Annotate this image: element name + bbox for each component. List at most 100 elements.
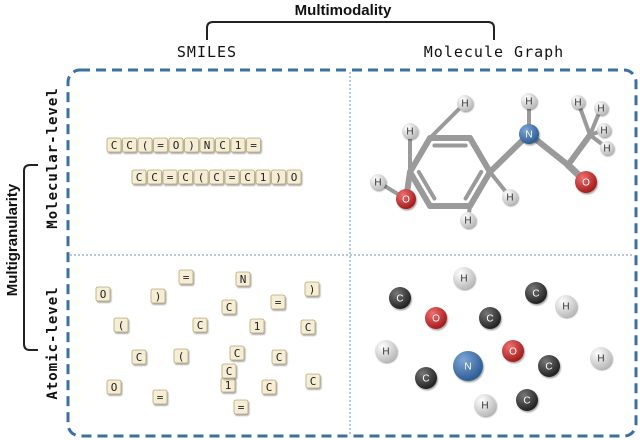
- token-tile: C: [300, 319, 316, 335]
- molecule-atom: O: [575, 171, 597, 193]
- tile-char: ): [188, 139, 195, 152]
- smiles-tile: O: [286, 169, 302, 185]
- atom-label: H: [382, 347, 389, 358]
- token-tile: C: [221, 363, 237, 379]
- tile-char: C: [305, 321, 312, 334]
- token-tile: (: [113, 317, 129, 333]
- token-tile: O: [106, 379, 122, 395]
- molecular-level-label: Molecular-level: [45, 87, 61, 228]
- tile-char: C: [244, 171, 251, 184]
- atom-node: H: [453, 267, 475, 289]
- molecule-atom: H: [460, 212, 476, 228]
- smiles-tile: C: [122, 137, 137, 153]
- bond: [467, 169, 493, 209]
- atom-label: C: [545, 362, 552, 373]
- smiles-tile: C: [215, 137, 230, 153]
- bond: [565, 132, 593, 168]
- smiles-tile: (: [193, 169, 209, 185]
- smiles-tile: C: [147, 169, 162, 185]
- tile-char: C: [151, 171, 158, 184]
- atom-node: C: [479, 307, 501, 329]
- atom-node: O: [425, 307, 447, 329]
- quadrant-frame: [66, 68, 638, 438]
- smiles-tile: =: [162, 169, 178, 185]
- token-tile: ): [304, 281, 320, 297]
- atom-label: H: [460, 274, 467, 285]
- smiles-tile: C: [178, 169, 193, 185]
- tile-char: 1: [254, 320, 261, 333]
- tile-char: =: [238, 401, 245, 414]
- token-tile: C: [305, 373, 321, 389]
- smiles-tile: 1: [255, 169, 271, 185]
- smiles-tile: C: [240, 169, 255, 185]
- atom-node: N: [453, 351, 483, 381]
- smiles-tile: =: [246, 137, 261, 153]
- token-tile: =: [270, 294, 286, 310]
- token-tile: =: [233, 399, 249, 415]
- smiles-tile: N: [199, 137, 215, 153]
- token-tile: O: [95, 286, 111, 302]
- atom-label: H: [525, 97, 532, 108]
- atom-label: H: [406, 127, 413, 138]
- molecule-atom: H: [502, 189, 518, 205]
- tile-char: (: [118, 319, 125, 332]
- bond: [467, 135, 493, 175]
- atom-label: N: [525, 130, 532, 141]
- atom-label: O: [402, 195, 410, 206]
- tile-char: O: [173, 139, 180, 152]
- atom-label: H: [461, 99, 468, 110]
- tile-char: C: [111, 139, 118, 152]
- tile-char: ): [309, 283, 316, 296]
- smiles-tile: C: [131, 169, 147, 185]
- tile-char: C: [234, 347, 241, 360]
- molecule-atom: H: [402, 123, 418, 139]
- token-tile: ): [150, 288, 166, 304]
- token-tile: C: [271, 349, 287, 365]
- granularity-bracket: [23, 164, 38, 351]
- bond: [407, 169, 433, 209]
- token-tile: C: [221, 299, 237, 315]
- smiles-tile: ): [184, 137, 199, 153]
- tile-char: C: [136, 171, 143, 184]
- molecule-atom: H: [594, 101, 608, 115]
- atom-label: C: [396, 294, 403, 305]
- token-tile: C: [131, 349, 147, 365]
- atom-node: C: [516, 389, 538, 411]
- smiles-tile: (: [137, 137, 153, 153]
- modality-bracket: [206, 21, 495, 40]
- bond: [428, 101, 467, 140]
- atom-label: H: [481, 401, 488, 412]
- atom-label: H: [464, 216, 471, 227]
- token-tile: C: [261, 379, 277, 395]
- atom-label: H: [597, 104, 604, 115]
- granularity-title: Multigranularity: [4, 183, 21, 296]
- molecule-atom: O: [396, 189, 416, 209]
- tile-char: C: [226, 365, 233, 378]
- tile-char: C: [182, 171, 189, 184]
- token-tile: =: [178, 269, 194, 285]
- tile-char: N: [240, 273, 247, 286]
- tile-char: O: [111, 381, 118, 394]
- tile-char: (: [198, 171, 205, 184]
- tile-char: =: [183, 271, 190, 284]
- atom-label: H: [597, 354, 604, 365]
- atom-label: C: [532, 289, 539, 300]
- tile-char: 1: [235, 139, 242, 152]
- token-tile: C: [192, 317, 208, 333]
- atom-label: C: [422, 374, 429, 385]
- token-tile: 1: [249, 318, 265, 334]
- tile-char: C: [276, 351, 283, 364]
- tile-char: C: [219, 139, 226, 152]
- modality-title: Multimodality: [295, 2, 392, 19]
- tile-char: C: [266, 381, 273, 394]
- smiles-tile: O: [168, 137, 184, 153]
- tile-char: ): [155, 290, 162, 303]
- molecule-atom: H: [571, 95, 585, 109]
- tile-char: =: [275, 296, 282, 309]
- molecule-atom: H: [457, 95, 473, 111]
- atom-label: O: [509, 347, 517, 358]
- token-tile: 1: [220, 377, 236, 393]
